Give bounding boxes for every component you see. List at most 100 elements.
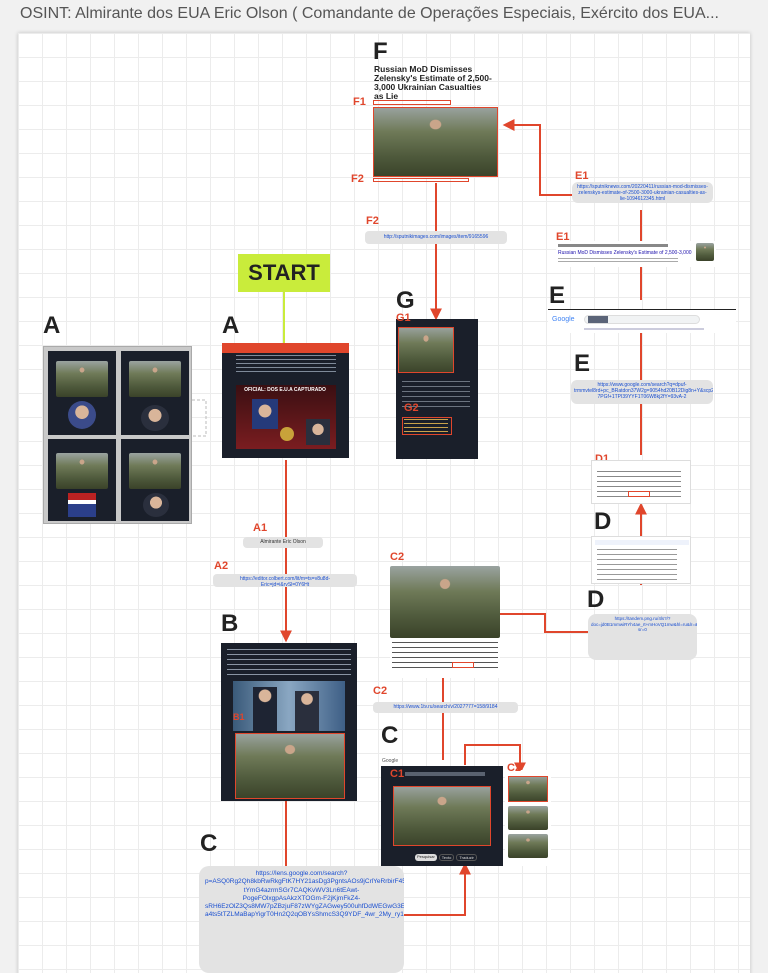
e1-result-url — [558, 244, 668, 247]
c2-url-pill[interactable]: https://www.1tv.ru/search/v/2027?77=158/… — [373, 702, 518, 713]
d1-highlight — [628, 491, 650, 497]
e1-result-thumb — [696, 243, 714, 261]
d-search-bar — [595, 540, 689, 545]
lens-c1-button-text[interactable]: Texto — [438, 854, 455, 861]
edge-label-a1: A1 — [253, 522, 268, 534]
edge-label-c2: C2 — [373, 685, 388, 697]
post-header-bar — [222, 343, 349, 353]
tag-e1: E1 — [556, 231, 570, 243]
c-lens-url-pill[interactable]: https://lens.google.com/search?p=ASQ0Rg2… — [199, 866, 404, 973]
article-b-soldier-photo — [235, 733, 345, 799]
post-banner-portrait-2 — [306, 419, 330, 445]
tag-c2-top: C2 — [390, 551, 405, 563]
edge-label-a2: A2 — [214, 560, 229, 572]
c2-article-photo — [390, 566, 500, 638]
g-meta-text — [402, 381, 470, 411]
lens-c2-highlight — [508, 776, 548, 802]
article-f-soldier-photo — [373, 107, 498, 177]
article-b-highlight — [235, 733, 345, 799]
e-google-tabs — [584, 328, 704, 330]
g-meta-text-2 — [404, 419, 448, 433]
g-photo — [398, 327, 454, 373]
portrait-photo — [68, 401, 96, 429]
tag-f1: F1 — [353, 96, 366, 108]
c2-article-screenshot[interactable] — [390, 566, 500, 678]
start-node[interactable]: START — [238, 254, 330, 292]
a2-url-pill[interactable]: https://editor.colbert.com/lit/m=ts=v8u8… — [213, 574, 357, 587]
lens-c1-button-search[interactable]: Pesquisar — [415, 854, 437, 861]
e-google-logo: Google — [552, 316, 575, 323]
collage-tile-1 — [48, 351, 116, 435]
title-bar: OSINT: Almirante dos EUA Eric Olson ( Co… — [0, 0, 768, 32]
node-label-f: F — [373, 38, 388, 65]
edge-label-f2: F2 — [366, 215, 379, 227]
soldier-photo — [56, 361, 108, 397]
node-label-d-top: D — [594, 508, 612, 535]
lens-c1-screenshot[interactable]: Pesquisar Texto Traduzir — [381, 766, 503, 866]
post-a-screenshot[interactable]: OFICIAL: DOS E.U.A CAPTURADO — [222, 343, 349, 458]
article-b-person-2 — [295, 691, 319, 731]
node-label-e-top: E — [549, 282, 566, 309]
f2-sputnikimages-url-pill[interactable]: http://sputnikimages.com/images/item/916… — [365, 231, 507, 244]
d-search-results — [597, 549, 677, 581]
lens-c2-thumb-2 — [508, 806, 548, 830]
tag-c2-lens: C2 — [507, 762, 522, 774]
lens-c2-results[interactable] — [505, 770, 551, 866]
node-label-g: G — [396, 287, 415, 314]
collage-tile-2 — [121, 351, 189, 435]
soldier-photo — [129, 361, 181, 397]
soldier-photo — [129, 453, 181, 489]
post-banner-text: OFICIAL: DOS E.U.A CAPTURADO — [244, 387, 326, 393]
node-label-b: B — [221, 610, 239, 637]
article-f-highlight — [373, 107, 498, 177]
flag-photo — [68, 493, 96, 517]
article-b-screenshot[interactable] — [221, 643, 357, 801]
lens-c1-photo — [393, 786, 491, 846]
lens-c1-header — [405, 772, 485, 776]
collage-tile-3 — [48, 439, 116, 521]
collage-a[interactable] — [43, 346, 192, 524]
d1-result-text — [597, 471, 681, 497]
tag-c1: C1 — [390, 768, 405, 780]
tag-f2: F2 — [351, 173, 364, 185]
lens-brand-small: Google — [382, 758, 399, 764]
lens-c2-thumb-1 — [508, 776, 548, 802]
e1-result-screenshot[interactable]: Russian MoD Dismisses Zelensky's Estimat… — [556, 241, 716, 267]
g-screenshot[interactable] — [396, 319, 478, 459]
collage-tile-4 — [121, 439, 189, 521]
e-google-url-pill[interactable]: https://www.google.com/search?q=dpuf-trm… — [571, 380, 713, 404]
f1-caption-box — [373, 100, 451, 105]
a1-text-pill: Almirante Eric Olson — [243, 537, 323, 548]
tag-g1: G1 — [396, 312, 411, 324]
node-label-c-bottom: C — [200, 830, 218, 857]
e-google-searchbox[interactable] — [584, 315, 700, 324]
post-text — [236, 355, 336, 375]
tag-g2: G2 — [404, 402, 419, 414]
e-google-thumb — [588, 316, 608, 323]
d-yandex-url-pill[interactable]: https://tandem.png.ru/4ls?/?doc=jd0B1mmw… — [588, 614, 697, 660]
article-f-headline: Russian MoD Dismisses Zelensky's Estimat… — [374, 64, 492, 101]
node-label-a: A — [222, 312, 240, 339]
article-b-photo — [233, 681, 345, 731]
d1-result-screenshot[interactable] — [591, 460, 691, 504]
article-b-person-1 — [253, 687, 277, 731]
tag-b1: B1 — [233, 712, 245, 722]
e1-result-title: Russian MoD Dismisses Zelensky's Estimat… — [558, 250, 692, 256]
portrait-photo — [143, 493, 169, 517]
f2-caption-box — [373, 178, 469, 182]
article-f-photo[interactable] — [373, 107, 498, 177]
c2-article-text — [392, 642, 498, 672]
node-label-d: D — [587, 586, 605, 613]
lens-c1-buttons: Pesquisar Texto Traduzir — [415, 854, 477, 861]
e1-sputnik-url-pill[interactable]: https://sputniknews.com/20220411/russian… — [572, 182, 713, 203]
portrait-photo — [141, 405, 169, 431]
soldier-photo — [56, 453, 108, 489]
article-b-text — [227, 649, 351, 677]
post-banner-portrait — [252, 399, 278, 429]
tag-e1-top: E1 — [575, 170, 589, 182]
lens-c1-button-translate[interactable]: Traduzir — [456, 854, 477, 861]
lens-c2-thumb-3 — [508, 834, 548, 858]
e-google-screenshot[interactable]: Google — [548, 309, 736, 333]
tag-a1: A1 — [322, 344, 337, 356]
d-search-screenshot[interactable] — [591, 536, 691, 584]
